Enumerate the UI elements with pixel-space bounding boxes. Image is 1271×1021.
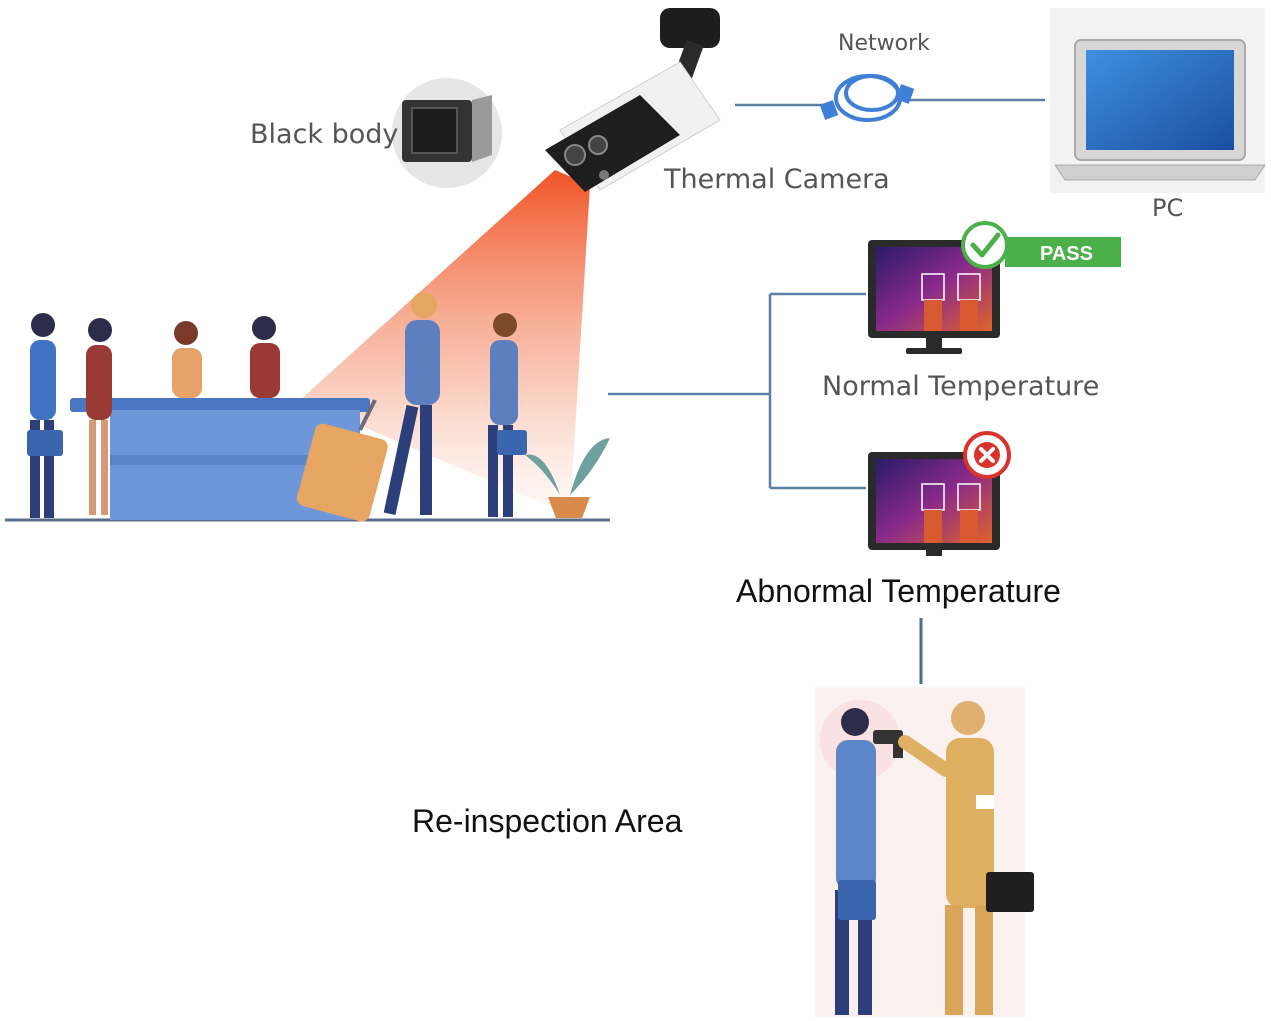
pc-label: PC (1152, 194, 1183, 222)
pass-badge-label: PASS (1040, 243, 1093, 265)
reinspection-area-label: Re-inspection Area (412, 803, 683, 839)
abnormal-temperature-monitor (868, 452, 1000, 556)
thermal-camera-icon (545, 8, 721, 192)
check-icon (961, 221, 1009, 269)
x-icon (963, 431, 1011, 479)
thermal-beam (300, 170, 590, 515)
normal-temperature-label: Normal Temperature (822, 371, 1099, 402)
black-body-label: Black body (250, 119, 398, 150)
thermal-camera-label: Thermal Camera (663, 164, 890, 195)
laptop-icon (1050, 8, 1266, 193)
reinspection-illustration (815, 687, 1034, 1017)
network-label: Network (838, 31, 930, 56)
pass-badge: PASS (1005, 237, 1121, 267)
reception-scene-illustration (5, 292, 610, 522)
network-cable-icon (819, 74, 915, 122)
black-body-device (392, 78, 502, 188)
abnormal-temperature-label: Abnormal Temperature (736, 573, 1061, 609)
